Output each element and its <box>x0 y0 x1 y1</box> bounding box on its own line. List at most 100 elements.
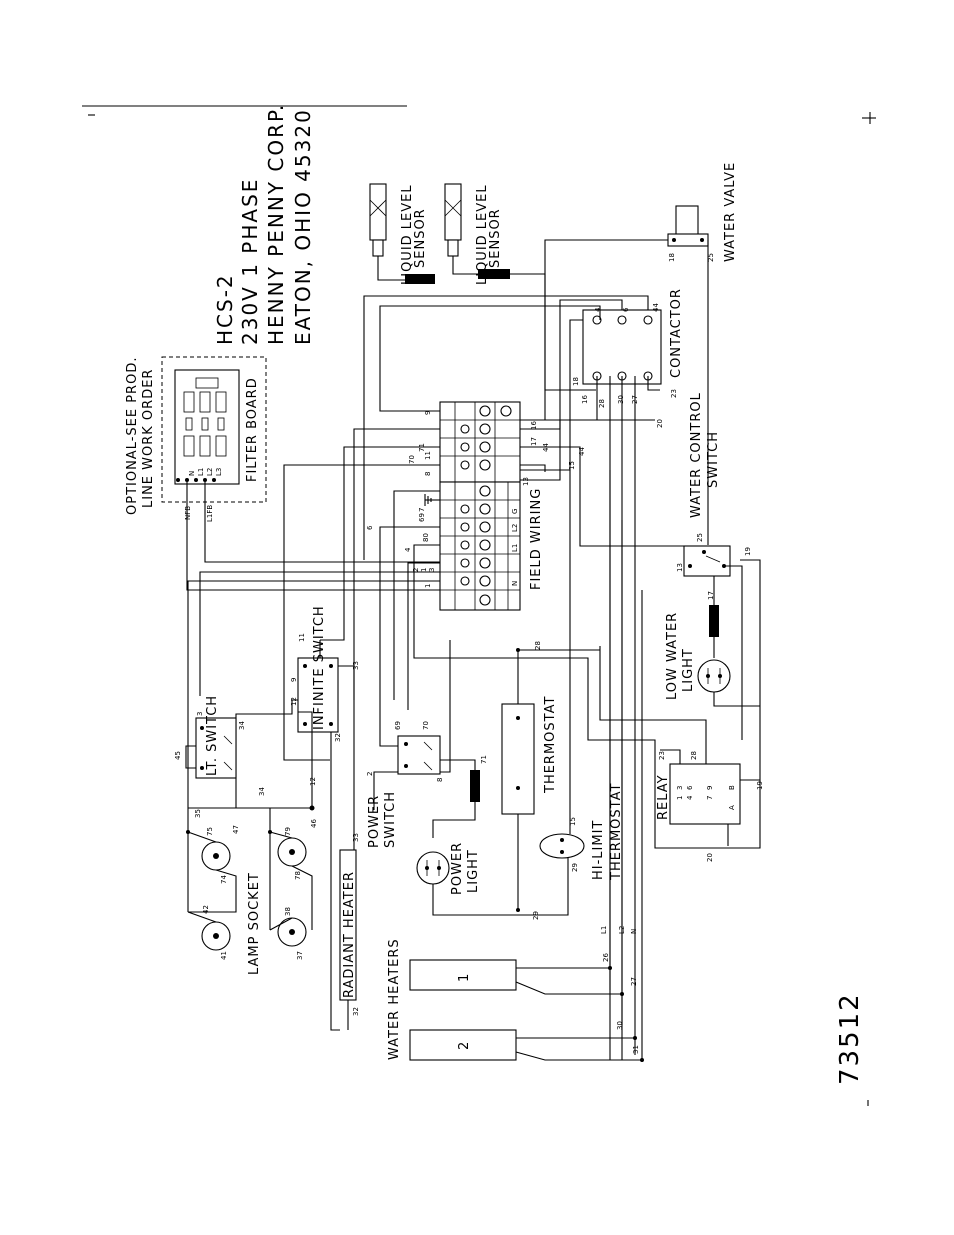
svg-text:42: 42 <box>202 905 210 914</box>
svg-text:L1FB: L1FB <box>206 505 214 522</box>
lt-switch-label: LT. SWITCH <box>205 695 220 776</box>
filter-board-label: FILTER BOARD <box>245 377 260 482</box>
svg-text:L1: L1 <box>511 544 519 552</box>
svg-text:44: 44 <box>578 447 586 456</box>
svg-text:WATER CONTROL: WATER CONTROL <box>689 392 704 518</box>
svg-text:L1: L1 <box>600 926 608 934</box>
radiant-heater-label: RADIANT HEATER <box>342 871 357 998</box>
svg-text:23: 23 <box>658 751 666 760</box>
svg-text:LIGHT: LIGHT <box>681 648 696 692</box>
optional-note-2: LINE WORK ORDER <box>141 369 156 508</box>
svg-text:30: 30 <box>616 1021 624 1030</box>
svg-text:L2: L2 <box>618 926 626 934</box>
lamp-sockets: 35 75 47 74 79 46 78 42 41 38 37 LAMP SO… <box>186 805 318 975</box>
svg-text:15: 15 <box>568 461 576 470</box>
svg-text:28: 28 <box>690 751 698 760</box>
svg-text:L2: L2 <box>511 524 519 532</box>
svg-text:33: 33 <box>352 833 360 842</box>
svg-text:POWER: POWER <box>450 842 465 895</box>
water-control-switch: WATER CONTROL SWITCH 25 13 19 17 <box>676 392 752 740</box>
svg-text:34: 34 <box>258 787 266 796</box>
svg-text:32: 32 <box>352 1007 360 1016</box>
svg-text:9: 9 <box>706 786 714 790</box>
svg-text:7: 7 <box>706 796 714 800</box>
svg-text:LIQUID LEVEL: LIQUID LEVEL <box>475 184 490 285</box>
svg-text:18: 18 <box>572 377 580 386</box>
svg-text:28: 28 <box>534 641 542 650</box>
contactor: CONTACTOR 4 6 44 18 16 28 30 27 23 20 <box>363 288 684 1055</box>
svg-text:26: 26 <box>602 953 610 962</box>
svg-text:SENSOR: SENSOR <box>413 208 428 268</box>
water-heaters: WATER HEATERS 1 2 26 27 30 31 <box>387 938 644 1062</box>
svg-text:SWITCH: SWITCH <box>706 431 721 488</box>
svg-text:2: 2 <box>412 568 420 572</box>
svg-text:3: 3 <box>196 712 204 716</box>
svg-text:20: 20 <box>656 419 664 428</box>
svg-text:45: 45 <box>174 751 182 760</box>
model-text: HCS-2 <box>213 273 237 345</box>
svg-text:HI-LIMIT: HI-LIMIT <box>591 820 606 880</box>
svg-text:N: N <box>511 581 519 586</box>
svg-text:4: 4 <box>594 307 602 312</box>
svg-text:69: 69 <box>394 721 402 730</box>
svg-text:70: 70 <box>422 721 430 730</box>
svg-text:69: 69 <box>418 513 426 522</box>
svg-text:1: 1 <box>420 568 428 572</box>
svg-text:79: 79 <box>284 827 292 836</box>
lt-switch: LT. SWITCH 3 34 45 34 <box>174 695 266 809</box>
svg-text:13: 13 <box>676 563 684 572</box>
svg-text:33: 33 <box>352 661 360 670</box>
svg-text:6: 6 <box>622 307 630 312</box>
svg-text:9: 9 <box>290 678 298 682</box>
power-light: POWER LIGHT <box>416 842 481 895</box>
svg-text:25: 25 <box>707 253 715 262</box>
thermostat-label: THERMOSTAT <box>543 696 558 794</box>
svg-text:19: 19 <box>744 547 752 556</box>
svg-text:B: B <box>728 785 736 790</box>
svg-text:12: 12 <box>309 777 317 786</box>
radiant-heater: RADIANT HEATER 33 32 <box>339 833 360 1030</box>
liquid-level-sensors: LIQUID LEVEL SENSOR LIQUID LEVEL SENSOR <box>369 183 546 420</box>
optional-boundary <box>161 356 267 503</box>
terminal-block-upper <box>439 401 521 483</box>
water-valve: 18 25 WATER VALVE <box>544 162 738 545</box>
svg-text:47: 47 <box>232 825 240 834</box>
svg-text:N: N <box>630 929 638 934</box>
svg-text:LIQUID LEVEL: LIQUID LEVEL <box>400 184 415 285</box>
svg-text:L3: L3 <box>215 468 223 476</box>
svg-text:37: 37 <box>296 951 304 960</box>
svg-text:3: 3 <box>428 568 436 572</box>
svg-text:78: 78 <box>294 871 302 880</box>
svg-text:4: 4 <box>404 547 412 552</box>
svg-text:6: 6 <box>686 785 694 790</box>
svg-text:NFB: NFB <box>184 506 192 520</box>
svg-text:20: 20 <box>706 853 714 862</box>
svg-text:74: 74 <box>220 875 228 884</box>
svg-text:17: 17 <box>530 437 538 446</box>
svg-text:16: 16 <box>530 421 538 430</box>
lamp-socket-label: LAMP SOCKET <box>247 872 262 975</box>
svg-text:12: 12 <box>290 697 298 706</box>
svg-text:SENSOR: SENSOR <box>488 208 503 268</box>
svg-text:31: 31 <box>632 1045 640 1054</box>
svg-text:19: 19 <box>756 781 764 790</box>
svg-text:1: 1 <box>676 796 684 800</box>
water-heater-2 <box>409 1029 517 1061</box>
svg-text:75: 75 <box>206 827 214 836</box>
drawing-number: 73512 <box>835 992 865 1085</box>
hi-limit-thermostat: 15 29 HI-LIMIT THERMOSTAT 29 <box>432 470 624 920</box>
svg-text:2: 2 <box>366 772 374 776</box>
svg-text:N: N <box>188 471 196 476</box>
svg-text:23: 23 <box>670 389 678 398</box>
svg-text:LIGHT: LIGHT <box>466 849 481 893</box>
svg-text:3: 3 <box>676 786 684 790</box>
thermostat: THERMOSTAT 28 <box>501 641 600 912</box>
svg-text:2: 2 <box>457 1041 472 1050</box>
svg-text:28: 28 <box>598 399 606 408</box>
svg-text:71: 71 <box>480 755 488 764</box>
svg-text:A: A <box>728 805 736 810</box>
svg-text:4: 4 <box>686 795 694 800</box>
svg-text:15: 15 <box>569 817 577 826</box>
svg-text:6: 6 <box>366 525 374 530</box>
